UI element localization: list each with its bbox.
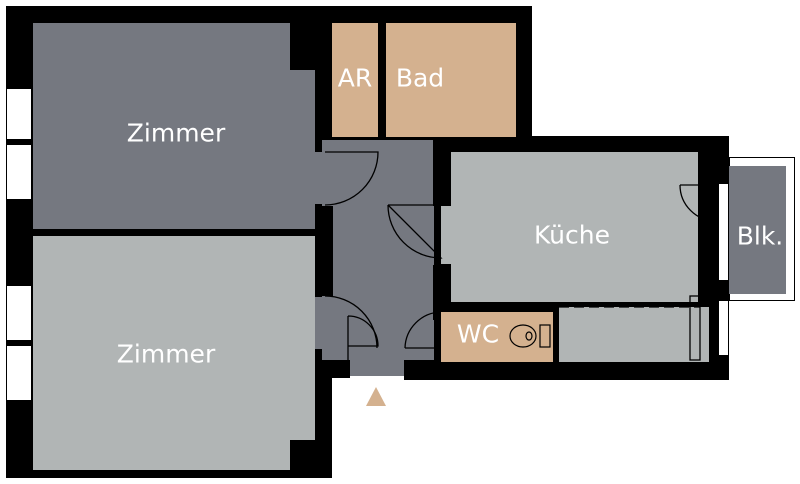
label-balkon: Blk.	[736, 221, 784, 251]
label-kueche: Küche	[534, 220, 610, 250]
room-kueche-lower	[559, 307, 709, 362]
wall-notch-2	[290, 440, 315, 470]
window-left-1	[6, 88, 32, 140]
room-zimmer-2	[33, 236, 315, 470]
entrance-marker-icon	[366, 387, 386, 406]
hall-bottom-wall-left	[322, 360, 350, 378]
hall-inner-wall-left	[315, 206, 333, 296]
wall-notch	[290, 23, 315, 70]
room-ar	[332, 23, 378, 137]
window-left-2	[6, 144, 32, 200]
room-kueche-top	[516, 153, 681, 163]
room-flur	[322, 140, 434, 376]
hall-bottom-wall-right	[404, 360, 440, 380]
room-kueche-door	[441, 206, 453, 264]
hall-inner-wall-right-2	[433, 265, 443, 320]
room-zimmer-1	[33, 23, 315, 229]
room-bad	[386, 23, 516, 137]
label-bad: Bad	[395, 63, 445, 93]
hall-inner-wall-right	[433, 140, 443, 206]
window-right-1	[718, 183, 729, 281]
window-left-3	[6, 285, 32, 341]
window-right-2	[718, 300, 729, 356]
label-zimmer-2: Zimmer	[116, 339, 216, 369]
room-flur-door-2	[315, 297, 325, 349]
room-flur-door-1	[315, 152, 325, 204]
window-left-4	[6, 345, 32, 401]
room-kueche	[451, 152, 698, 302]
label-wc: WC	[456, 319, 500, 349]
label-ar: AR	[337, 63, 373, 93]
room-balkon	[729, 166, 786, 294]
label-zimmer-1: Zimmer	[126, 118, 226, 148]
